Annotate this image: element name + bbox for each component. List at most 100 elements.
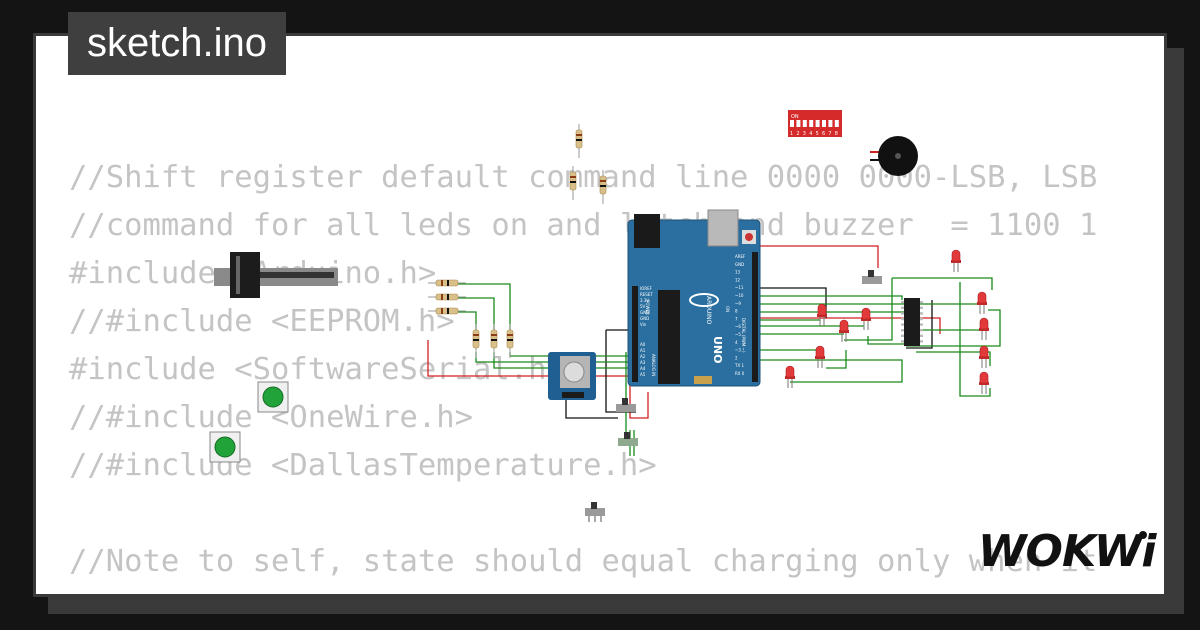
- push-button-2[interactable]: [209, 431, 241, 463]
- resistor-band: [600, 185, 606, 187]
- dip-lever: [790, 120, 794, 127]
- atmega-chip: [658, 290, 680, 384]
- slide-switch-lever[interactable]: [622, 398, 628, 405]
- dip-switch-number: 7: [828, 131, 831, 137]
- led-rim: [979, 328, 989, 331]
- wire-black: [906, 300, 933, 349]
- slide-pot-rail: [258, 272, 334, 278]
- dip-switch-number: 6: [822, 131, 825, 137]
- slide-switch-2[interactable]: [616, 398, 636, 412]
- piezo-buzzer[interactable]: [870, 136, 918, 176]
- slide-switch-lever[interactable]: [591, 502, 597, 509]
- power-pin-label: GND: [640, 316, 649, 321]
- slide-switch-body: [862, 276, 882, 284]
- slide-switch-4[interactable]: [585, 502, 605, 522]
- wire-green: [844, 278, 893, 341]
- arduino-uno-board[interactable]: UNO ARDUINO ON POWER ANALOG IN DIGITAL (…: [627, 209, 761, 387]
- slide-pot-knob[interactable]: [230, 252, 260, 298]
- board-brand-label: ARDUINO: [705, 296, 712, 325]
- dip-on-label: ON: [791, 114, 799, 120]
- shift-register-pins: [901, 301, 923, 343]
- wire-green: [826, 350, 847, 369]
- resistor-band: [576, 139, 582, 141]
- led: [979, 317, 989, 330]
- wire-green: [758, 295, 903, 300]
- slide-potentiometer[interactable]: [214, 252, 338, 298]
- pin-labels: IOREFRESET3.3V5VGNDGNDVinA0A1A2A3A4A5ARE…: [640, 254, 746, 377]
- led-rim: [861, 318, 871, 321]
- resistor-band: [600, 180, 606, 182]
- reset-button[interactable]: [745, 233, 753, 241]
- logo-dot: [1139, 531, 1147, 539]
- resistor-band: [473, 339, 479, 341]
- ic-pin: [901, 317, 904, 321]
- power-header-label: POWER: [645, 300, 650, 315]
- push-button-cap[interactable]: [262, 386, 284, 408]
- resistor-band: [447, 280, 449, 286]
- digital-pin-label: TX 1: [734, 363, 744, 368]
- digital-pin-label: AREF: [735, 254, 746, 259]
- led: [979, 345, 989, 358]
- ic-pin: [920, 301, 923, 304]
- code-line: //command for all leds on and latch and …: [69, 208, 1098, 243]
- digital-header-label: DIGITAL (PWM ~): [741, 318, 746, 353]
- resistor-band: [473, 334, 479, 336]
- dip-switch-levers: [790, 120, 839, 127]
- wire-green: [867, 336, 914, 345]
- dip-lever: [796, 120, 801, 127]
- digital-pin-label: 2: [735, 355, 738, 360]
- resistor-band: [507, 339, 513, 341]
- led: [861, 307, 871, 320]
- push-button-1[interactable]: [257, 381, 289, 413]
- slide-switch-lever[interactable]: [624, 432, 630, 439]
- led-rim: [951, 260, 961, 263]
- shift-register-chip[interactable]: [901, 298, 923, 346]
- ic-pin: [901, 306, 904, 309]
- resistor-band: [507, 334, 513, 336]
- digital-pin-label: GND: [735, 262, 744, 267]
- resistor-band: [447, 294, 449, 300]
- project-title[interactable]: sketch.ino: [68, 12, 286, 75]
- dip-lever: [822, 120, 826, 127]
- wire-green: [436, 283, 511, 330]
- dip-switch-number: 3: [803, 131, 806, 137]
- led: [977, 291, 987, 304]
- digital-pin-label: 13: [735, 270, 741, 275]
- wire-red: [427, 340, 632, 377]
- push-button-cap[interactable]: [214, 436, 236, 458]
- power-pin-label: Vin: [640, 322, 647, 327]
- encoder-knob[interactable]: [563, 361, 585, 383]
- power-jack: [634, 214, 660, 248]
- wire-green: [906, 309, 1001, 347]
- led: [785, 365, 795, 378]
- analog-pin-label: A3: [640, 360, 646, 365]
- resistor-band: [441, 280, 443, 286]
- wire-red: [748, 245, 879, 268]
- code-line: //#include <EEPROM.h>: [69, 304, 455, 339]
- ic-pin: [920, 312, 923, 315]
- digital-pin-label: 12: [735, 277, 741, 282]
- icsp-header: [694, 376, 712, 384]
- slide-switch-3[interactable]: [618, 432, 638, 446]
- digital-pin-label: 8: [735, 309, 738, 314]
- wire-green: [436, 311, 477, 330]
- wire-green: [916, 351, 991, 366]
- project-card[interactable]: //Shift register default command line 00…: [33, 33, 1167, 597]
- analog-pin-label: A2: [640, 354, 646, 359]
- resistor-band: [576, 134, 582, 136]
- resistor-band: [491, 334, 497, 336]
- led-rim: [785, 376, 795, 379]
- led-rim: [977, 302, 987, 305]
- ic-pin: [901, 334, 904, 337]
- rotary-encoder[interactable]: [548, 352, 596, 400]
- dip-switch-number: 4: [809, 131, 812, 137]
- ic-pin: [901, 312, 904, 315]
- wire-red: [700, 317, 941, 334]
- resistor-band: [491, 339, 497, 341]
- slide-switch-1[interactable]: [862, 270, 882, 284]
- slide-switch-lever[interactable]: [868, 270, 874, 277]
- led-rim: [979, 356, 989, 359]
- encoder-pins: [562, 392, 584, 398]
